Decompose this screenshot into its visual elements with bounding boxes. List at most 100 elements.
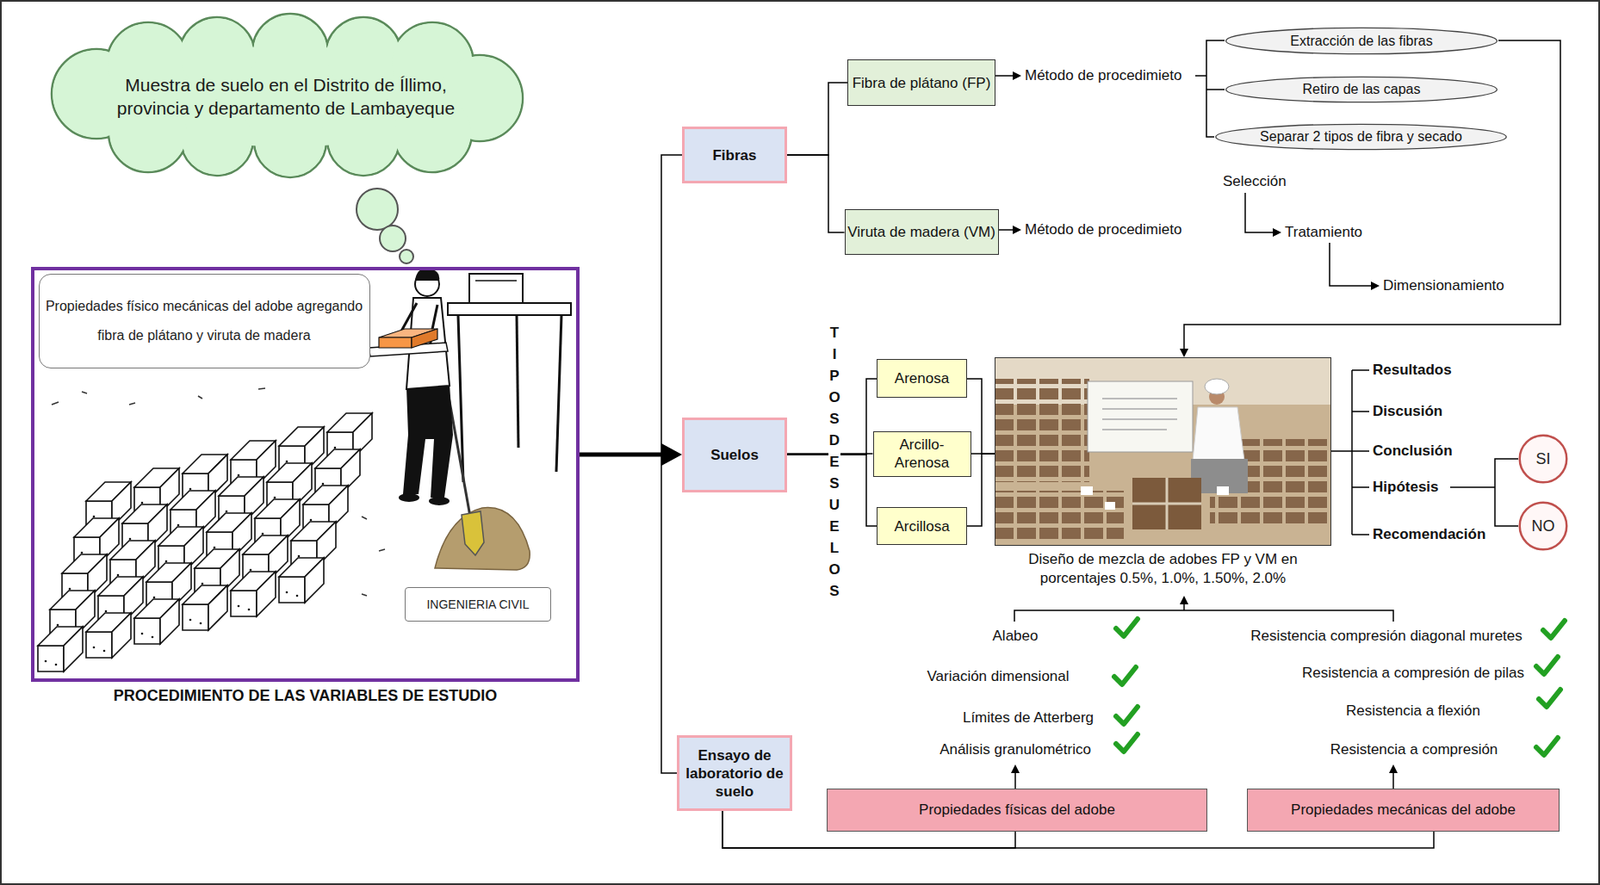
worker-pants <box>403 384 453 498</box>
arrow-line <box>1392 773 1395 789</box>
arrow-line <box>1183 604 1185 611</box>
outcome-label: Conclusión <box>1372 442 1453 460</box>
dirt-speck <box>361 516 367 520</box>
soil-mound <box>434 508 530 571</box>
sign-line <box>1102 397 1178 400</box>
ellipse-shape <box>1215 124 1507 149</box>
connector <box>787 82 848 156</box>
step-ellipse: Separar 2 tipos de fibra y secado <box>1214 123 1508 151</box>
material-box: Viruta de madera (VM) <box>844 209 999 255</box>
brick-field <box>37 413 373 672</box>
node-text: INGENIERIA CIVIL <box>426 597 529 612</box>
node-text: Fibra de plátano (FP) <box>852 74 992 93</box>
mold-box <box>469 273 523 304</box>
arrowhead <box>1179 348 1189 358</box>
material-box: Fibra de plátano (FP) <box>847 59 996 106</box>
paper-tag <box>1080 486 1093 496</box>
test-label: Resistencia a compresión <box>1330 741 1499 759</box>
outcome-label: Resultados <box>1372 361 1452 379</box>
node-text: Arcillosa <box>893 517 949 536</box>
dirt-speck <box>361 594 367 596</box>
ellipse-shape <box>1226 76 1498 102</box>
connector <box>579 155 683 455</box>
arrow-line <box>1329 242 1371 286</box>
check-mark <box>1538 689 1561 707</box>
node-text: Separar 2 tipos de fibra y secado <box>1259 129 1463 145</box>
thought-bubble <box>399 249 414 264</box>
adobe-stack <box>994 490 1124 543</box>
bracket-line <box>1351 450 1370 453</box>
check-mark <box>1536 737 1558 756</box>
thought-bubble <box>379 225 406 252</box>
step-label: Dimensionamiento <box>1382 277 1505 295</box>
step-label: Tratamiento <box>1284 223 1363 242</box>
table-leg <box>556 315 562 472</box>
bracket-line <box>1331 450 1352 453</box>
soil-box: Arcillo-Arenosa <box>873 431 972 478</box>
dirt-specks <box>51 388 385 596</box>
title-box: Propiedades físico mecánicas del adobe a… <box>38 273 371 369</box>
orange-brick-face <box>378 337 412 348</box>
tag-box: INGENIERIA CIVIL <box>404 587 552 622</box>
connector-line <box>579 454 677 774</box>
adobe-brick <box>279 558 324 603</box>
vertical-label: TIPOS DE SUELOS <box>828 322 841 602</box>
outcome-label: Discusión <box>1372 403 1443 421</box>
bracket-line <box>1195 74 1207 77</box>
connector <box>1179 40 1561 358</box>
worker-shoe <box>428 496 450 506</box>
dirt-speck <box>258 388 266 390</box>
node-text: Viruta de madera (VM) <box>847 223 996 242</box>
connector <box>579 454 677 774</box>
bracket-line <box>1351 410 1370 413</box>
check-mark <box>1116 619 1138 637</box>
photo-frame: Diseño de mezcla de adobes FP y VM en po… <box>994 357 1332 546</box>
dirt-speck <box>378 549 385 552</box>
mold-line <box>475 279 517 282</box>
outcome-label: Recomendación <box>1372 526 1486 544</box>
step-label: Selección <box>1222 173 1287 191</box>
bracket-line <box>1351 486 1370 489</box>
orange-brick-side <box>411 328 438 348</box>
check-mark <box>1114 667 1136 685</box>
arrow-line <box>994 74 1013 77</box>
shovel-blade <box>461 511 484 556</box>
node-text: Extracción de las fibras <box>1289 33 1433 50</box>
adobe-brick <box>134 599 180 645</box>
connector <box>967 378 995 454</box>
node-text: SI <box>1535 450 1551 469</box>
bracket-line <box>1351 369 1370 372</box>
dirt-speck <box>81 391 87 394</box>
paper-tag <box>1216 486 1229 496</box>
bracket-line <box>1206 88 1225 91</box>
thought-cloud: Muestra de suelo en el Distrito de Íllim… <box>40 12 532 181</box>
thought-bubble <box>356 188 398 230</box>
node-text: NO <box>1531 517 1556 536</box>
test-label: Resistencia a compresión de pilas <box>1302 664 1525 683</box>
connector-line <box>787 155 845 233</box>
bracket-line <box>1450 486 1495 489</box>
caption-text: PROCEDIMIENTO DE LAS VARIABLES DE ESTUDI… <box>34 687 577 706</box>
test-label: Resistencia a flexión <box>1345 702 1481 720</box>
arrowhead <box>1389 764 1398 774</box>
category-box: Fibras <box>682 126 788 184</box>
check-mark <box>1543 620 1565 639</box>
arrow-line <box>1245 192 1273 233</box>
connector-line <box>967 453 995 527</box>
bracket-line <box>1351 370 1353 535</box>
test-label: Resistencia compresión diagonal muretes <box>1250 627 1523 645</box>
node-text: Retiro de las capas <box>1302 81 1421 98</box>
method-label: Método de procedimieto <box>1024 67 1182 85</box>
site-photo <box>994 357 1332 546</box>
answer-circle: NO <box>1518 501 1569 552</box>
bracket-line <box>1351 533 1370 536</box>
outcome-label: Hipótesis <box>1372 478 1439 497</box>
adobe-brick <box>37 626 83 672</box>
arrowhead <box>1272 228 1282 237</box>
node-text: Arcillo-Arenosa <box>874 435 971 472</box>
node-text: Suelos <box>710 446 759 465</box>
bracket-line <box>1014 610 1394 622</box>
arrowhead <box>1012 71 1022 81</box>
dirt-speck <box>129 403 136 405</box>
